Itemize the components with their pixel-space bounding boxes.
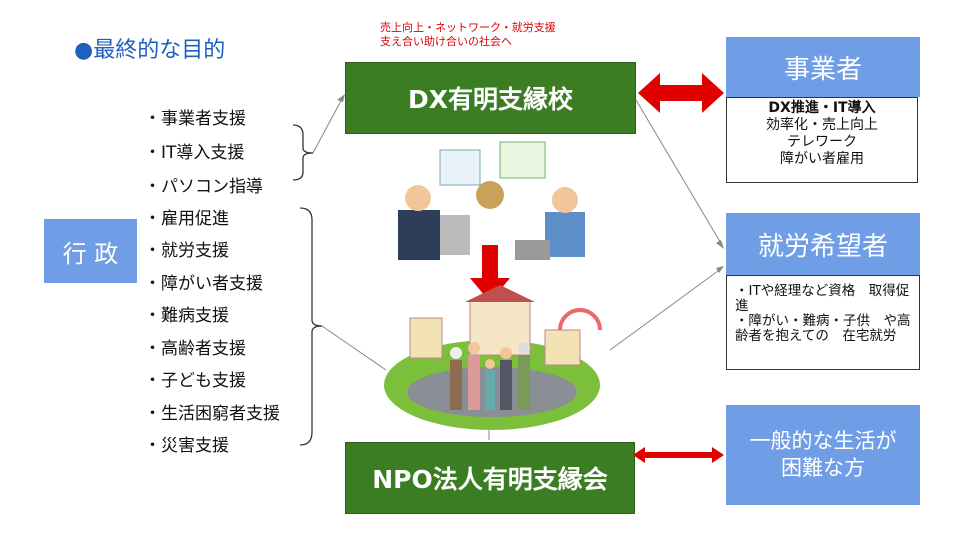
list-item: ・パソコン指導 xyxy=(144,177,263,197)
list-item: ・IT導入支援 xyxy=(144,143,245,163)
detail-line: ・障がい・難病・子供 や高齢者を抱えての 在宅就労 xyxy=(735,313,911,344)
list-item: ・事業者支援 xyxy=(144,109,246,129)
list-item: ・高齢者支援 xyxy=(144,339,246,359)
page-title: ●最終的な目的 xyxy=(74,38,226,63)
business-detail: DX推進・IT導入 効率化・売上向上 テレワーク 障がい者雇用 xyxy=(726,97,918,183)
brace-bottom xyxy=(299,207,323,446)
list-item: ・雇用促進 xyxy=(144,209,229,229)
detail-line: テレワーク xyxy=(787,134,857,150)
detail-line: 効率化・売上向上 xyxy=(766,117,878,133)
detail-line: 障がい者雇用 xyxy=(780,151,864,167)
list-item: ・生活困窮者支援 xyxy=(144,404,280,424)
town-illustration xyxy=(384,285,602,430)
goal-note-line: 売上向上・ネットワーク・就労支援 xyxy=(380,21,556,34)
double-arrow-hardship xyxy=(633,447,724,463)
list-item: ・就労支援 xyxy=(144,241,229,261)
double-arrow-business xyxy=(638,73,724,113)
detail-line: ・ITや経理など資格 取得促進 xyxy=(735,283,910,314)
job-seekers-title: 就労希望者 xyxy=(726,213,920,275)
brace-top xyxy=(292,124,314,181)
detail-line: DX推進・IT導入 xyxy=(768,100,876,116)
business-title: 事業者 xyxy=(726,37,920,97)
office-illustration xyxy=(398,141,585,260)
npo-box: NPO法人有明支縁会 xyxy=(345,442,635,514)
list-item: ・災害支援 xyxy=(144,436,229,456)
list-item: ・子ども支援 xyxy=(144,371,246,391)
hardship-box: 一般的な生活が困難な方 xyxy=(726,405,920,505)
job-seekers-detail: ・ITや経理など資格 取得促進 ・障がい・難病・子供 や高齢者を抱えての 在宅就… xyxy=(726,275,920,370)
list-item: ・障がい者支援 xyxy=(144,274,263,294)
dx-school-box: DX有明支縁校 xyxy=(345,62,636,134)
list-item: ・難病支援 xyxy=(144,306,229,326)
government-box: 行 政 xyxy=(44,219,137,283)
goal-note: 売上向上・ネットワーク・就労支援 支え合い助け合いの社会へ xyxy=(380,21,556,49)
goal-note-line: 支え合い助け合いの社会へ xyxy=(380,35,512,48)
